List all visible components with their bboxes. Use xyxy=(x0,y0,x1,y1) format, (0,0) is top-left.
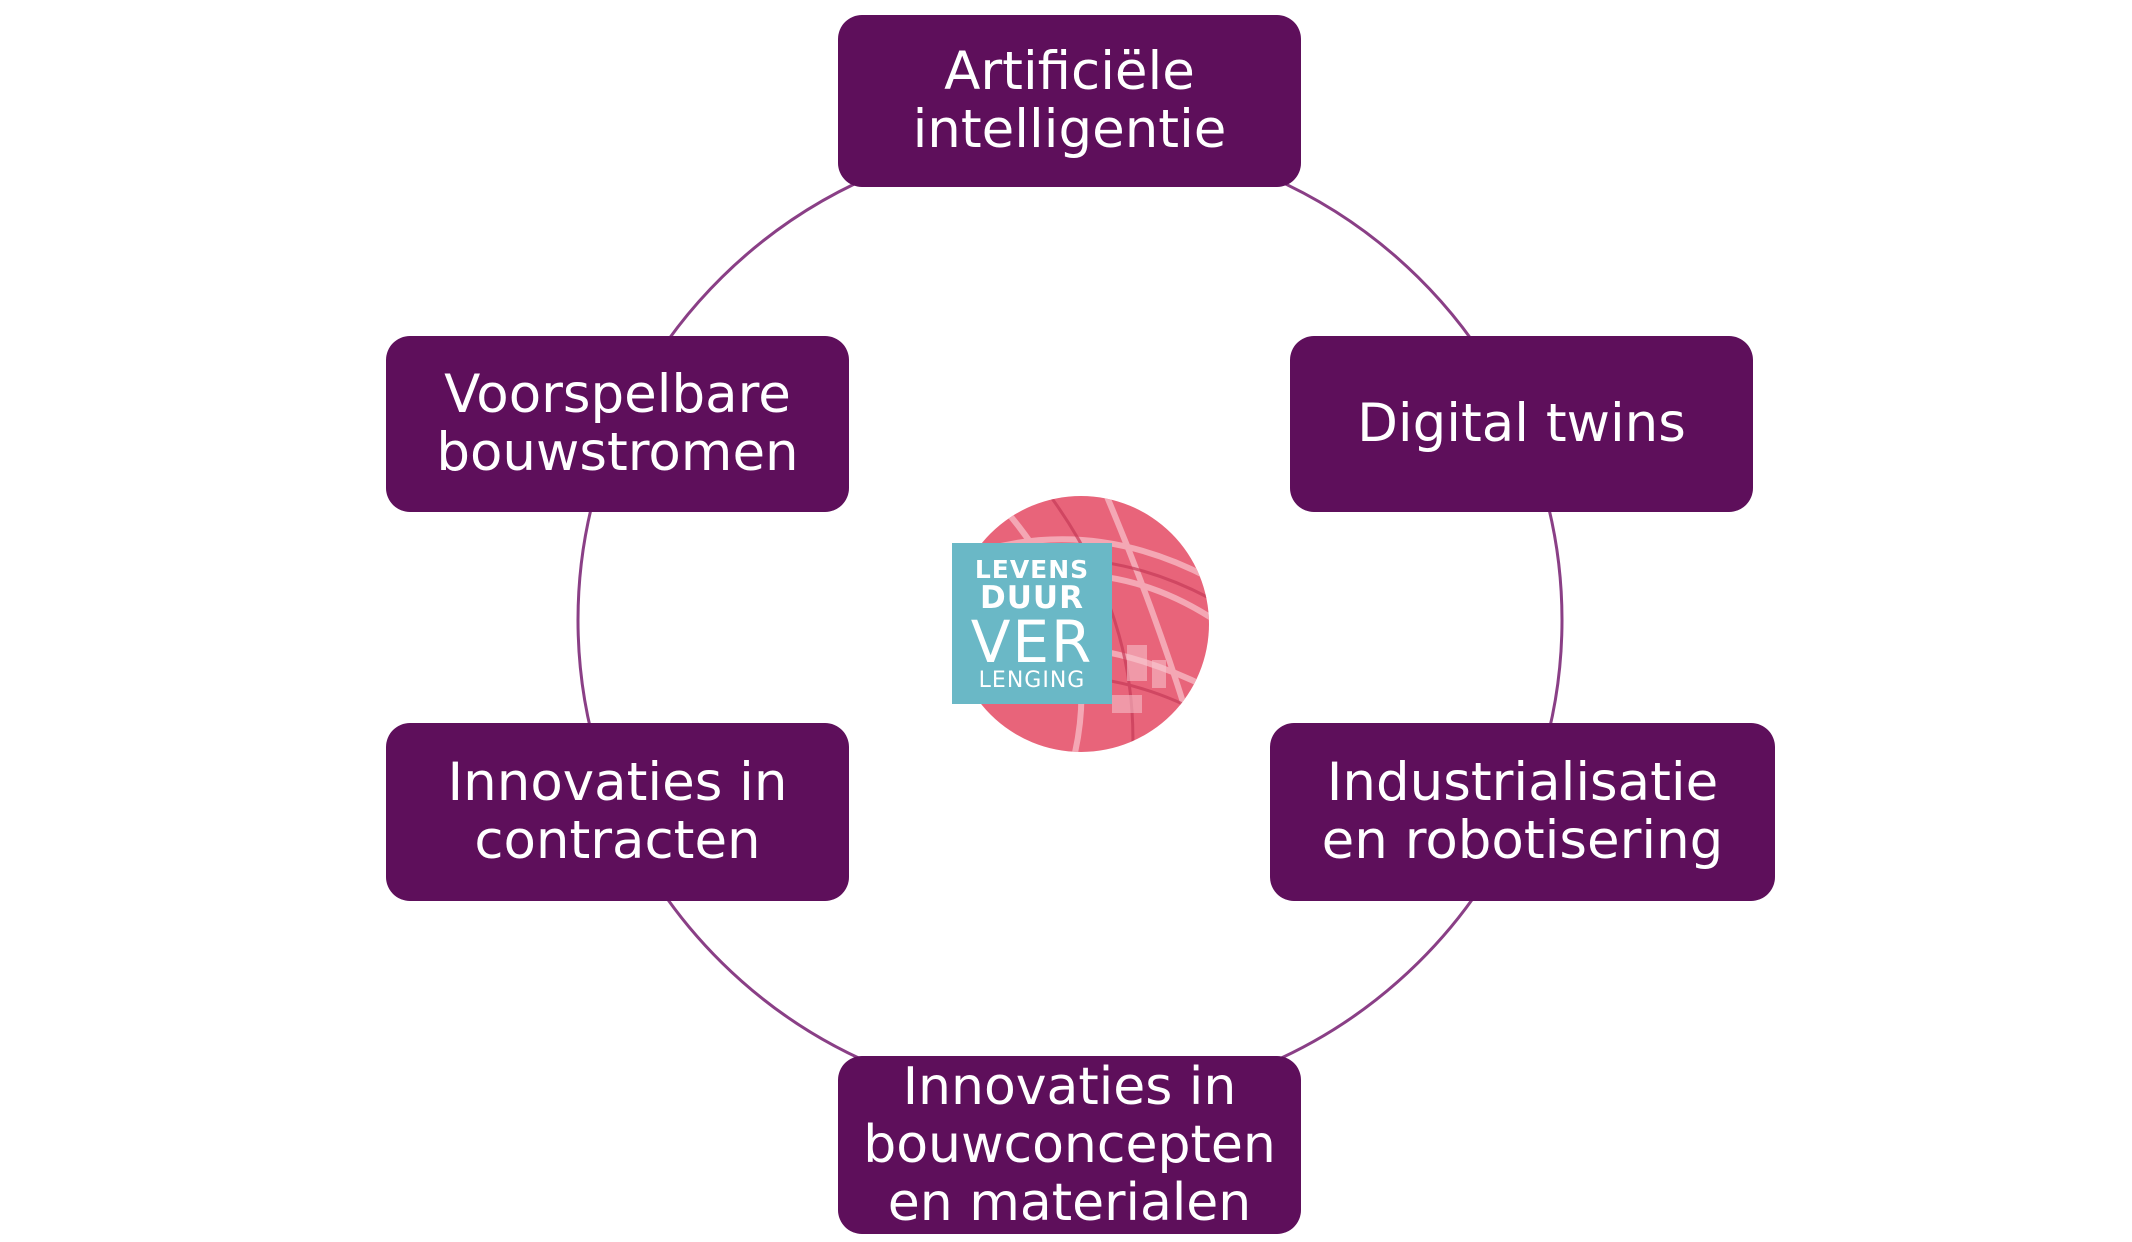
node-ai-line-1: Artificiële xyxy=(944,41,1195,102)
node-flows-line-2: bouwstromen xyxy=(436,422,799,483)
node-digital-twins-line-1: Digital twins xyxy=(1357,393,1686,454)
logo-text-duur: DUUR xyxy=(980,580,1084,616)
logo-text-lenging: LENGING xyxy=(978,668,1086,693)
logo-text-levens: LEVENS xyxy=(974,555,1090,584)
node-digital-twins: Digital twins xyxy=(1290,336,1753,512)
node-contract-innovations: Innovaties in contracten xyxy=(386,723,849,901)
node-contracts-line-2: contracten xyxy=(474,810,761,871)
node-concepts-line-2: bouwconcepten xyxy=(863,1115,1276,1175)
node-concepts-line-1: Innovaties in xyxy=(902,1057,1237,1117)
node-industrialisation-robotisation: Industrialisatie en robotisering xyxy=(1270,723,1775,901)
node-contracts-line-1: Innovaties in xyxy=(447,752,788,813)
node-artificial-intelligence: Artificiële intelligentie xyxy=(838,15,1301,187)
node-predictable-building-flows: Voorspelbare bouwstromen xyxy=(386,336,849,512)
center-logo: LEVENS DUUR VER LENGING xyxy=(952,495,1210,753)
node-ai-line-2: intelligentie xyxy=(912,99,1227,160)
node-building-concepts-materials: Innovaties in bouwconcepten en materiale… xyxy=(838,1056,1301,1234)
logo-badge: LEVENS DUUR VER LENGING xyxy=(952,543,1112,704)
node-flows-line-1: Voorspelbare xyxy=(444,364,791,425)
node-industrial-line-2: en robotisering xyxy=(1321,810,1724,871)
logo-text-ver: VER xyxy=(970,608,1094,676)
node-industrial-line-1: Industrialisatie xyxy=(1326,752,1719,813)
node-concepts-line-3: en materialen xyxy=(887,1173,1252,1233)
